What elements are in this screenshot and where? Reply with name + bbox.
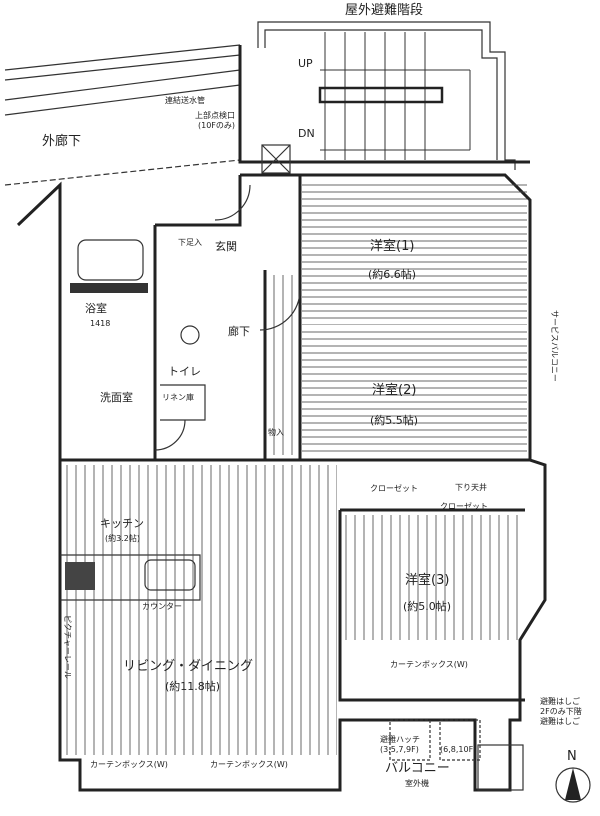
- balcony-label: バルコニー: [385, 761, 450, 776]
- ac-unit-label: 室外機: [405, 778, 429, 788]
- room3-size: (約5.0帖): [403, 599, 451, 613]
- room1-size: (約6.6帖): [368, 267, 416, 281]
- room2-label: 洋室(2): [372, 382, 416, 398]
- hallway-label: 廊下: [228, 324, 250, 338]
- sink: [144, 559, 196, 591]
- stove: [65, 562, 95, 590]
- ladder-note-3: 避難はしご: [540, 716, 580, 726]
- room3-label: 洋室(3): [405, 572, 449, 588]
- shoe-box-label: 下足入: [178, 238, 202, 247]
- bath-size: 1418: [90, 319, 110, 328]
- hall-floor: [268, 275, 298, 455]
- room3-floor: [345, 515, 520, 640]
- washroom-label: 洗面室: [100, 390, 133, 404]
- room1-label: 洋室(1): [370, 238, 414, 254]
- hatch-floors-2: (6,8,10F): [440, 745, 476, 754]
- linen-label: リネン庫: [162, 392, 194, 402]
- room2-floor: [302, 330, 527, 455]
- kitchen-size: (約3.2帖): [105, 533, 140, 543]
- storage-label: 物入: [268, 427, 284, 437]
- standpipe-label: 連結送水管: [165, 95, 205, 105]
- up-label: UP: [298, 57, 313, 70]
- kitchen-label: キッチン: [100, 517, 144, 530]
- living-size: (約11.8帖): [165, 679, 220, 693]
- curtain-box-label: カーテンボックス(W): [90, 760, 168, 769]
- curtain-box-label-3: カーテンボックス(W): [390, 660, 468, 669]
- outer-corridor: [4, 44, 241, 186]
- hatch-label: 避難ハッチ: [380, 734, 420, 744]
- toilet-bowl: [180, 325, 200, 345]
- picture-rail-label: ピクチャーレール: [63, 615, 72, 679]
- counter-label: カウンター: [142, 602, 182, 611]
- hatch-floors: (3,5,7,9F): [380, 745, 419, 754]
- stair-label: 屋外避難階段: [345, 3, 423, 18]
- closet-label: クローゼット: [370, 483, 418, 493]
- corridor-label: 外廊下: [42, 133, 81, 149]
- service-balcony-label: サービスバルコニー: [550, 310, 559, 382]
- room2-size: (約5.5帖): [370, 413, 418, 427]
- lowered-ceiling-label: 下り天井: [455, 482, 487, 492]
- room1-floor: [302, 180, 527, 325]
- toilet-label: トイレ: [168, 365, 201, 378]
- inspection-note: (10Fのみ): [198, 121, 235, 130]
- bath-label: 浴室: [85, 301, 107, 315]
- bathtub: [77, 239, 144, 281]
- dn-label: DN: [298, 127, 315, 140]
- ladder-note-1: 避難はしご: [540, 696, 580, 706]
- emergency-stair: [238, 21, 530, 174]
- living-label: リビング・ダイニング: [123, 659, 253, 674]
- north-arrow: N: [555, 749, 591, 803]
- north-label: N: [567, 749, 577, 764]
- ladder-note-2: 2Fのみ下階: [540, 706, 582, 716]
- curtain-box-label-2: カーテンボックス(W): [210, 760, 288, 769]
- living-floor: [65, 465, 337, 755]
- entrance-label: 玄関: [215, 239, 237, 253]
- closet2-label: クローゼット: [440, 501, 488, 511]
- inspection-label: 上部点検口: [195, 110, 235, 120]
